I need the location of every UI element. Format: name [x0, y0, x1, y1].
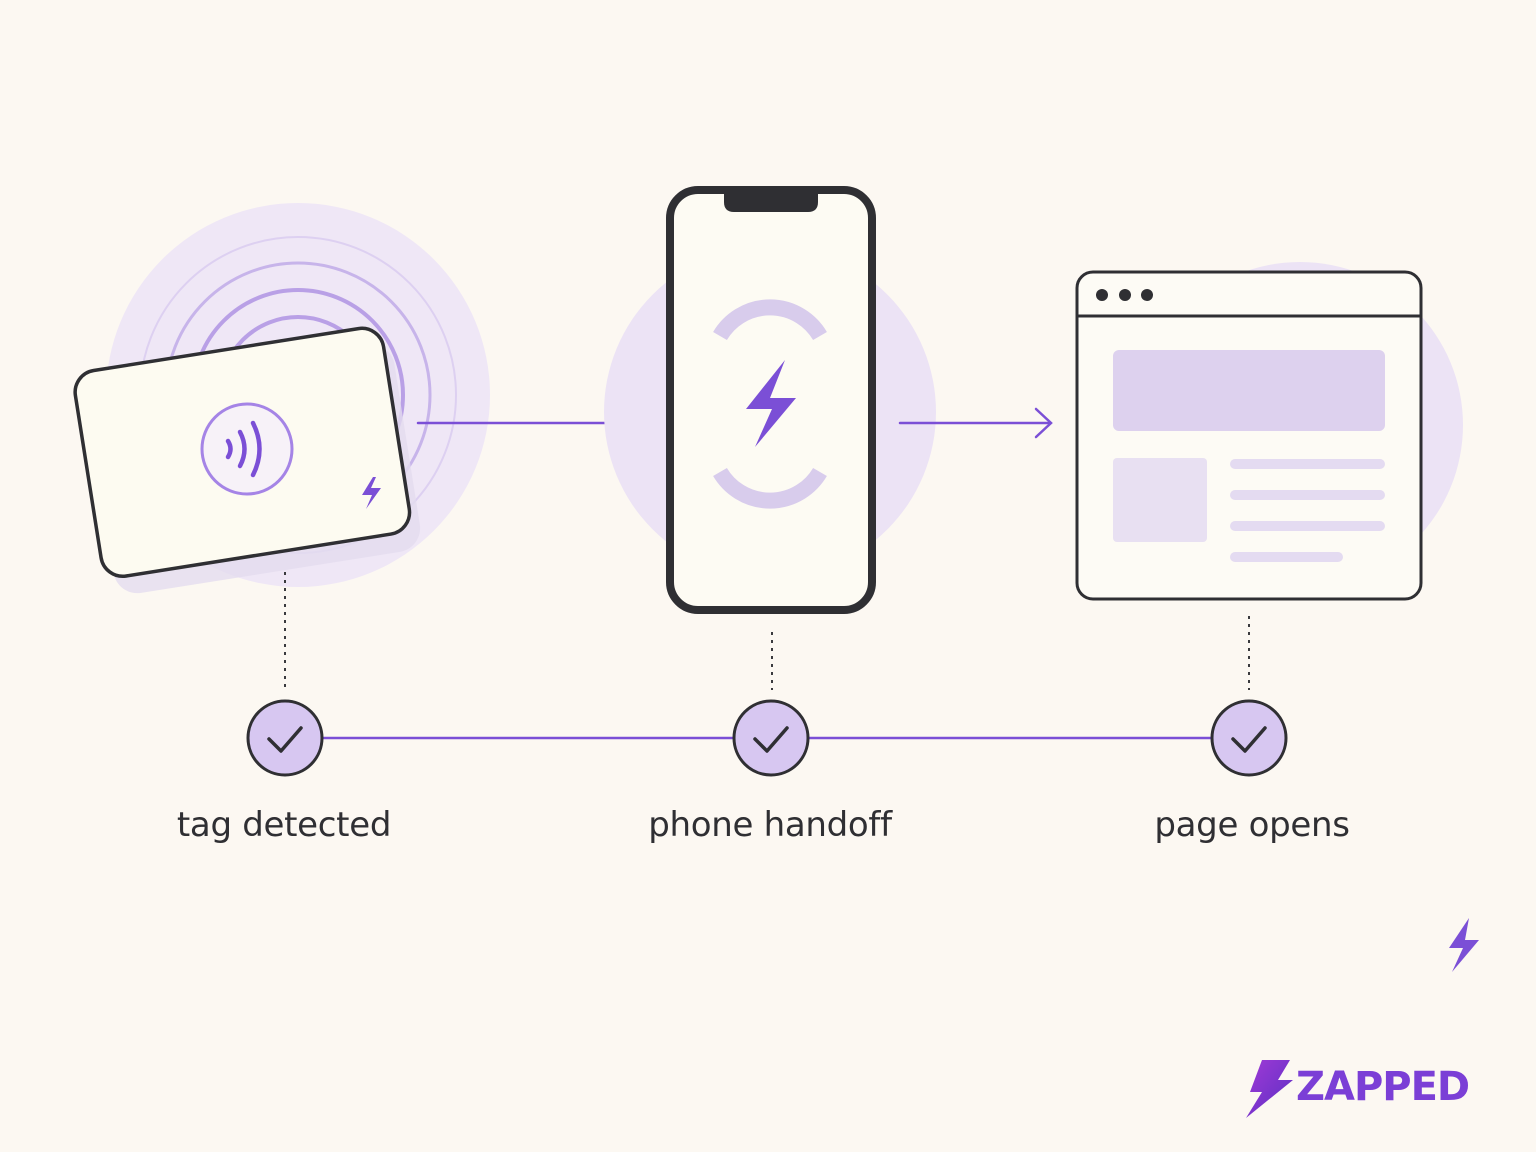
step-marker-2	[732, 699, 810, 777]
check-icon	[1231, 726, 1267, 753]
step-marker-1	[246, 699, 324, 777]
check-icon	[267, 726, 303, 753]
browser-hero-block	[1113, 350, 1385, 431]
step-label-page-opens: page opens	[1154, 805, 1350, 845]
step-phone-illustration	[604, 186, 936, 614]
corner-bolt-icon	[1449, 918, 1479, 972]
browser-dots	[1096, 289, 1153, 301]
brand-wordmark: ZAPPED	[1296, 1064, 1470, 1110]
step-label-phone-handoff: phone handoff	[648, 805, 892, 845]
step-card-illustration	[73, 203, 490, 594]
step-browser-illustration	[1075, 262, 1463, 601]
dotted-connectors	[284, 572, 1250, 690]
arrow-phone-to-browser	[898, 407, 1053, 439]
lightning-bolt-icon	[746, 360, 796, 447]
step-label-tag-detected: tag detected	[176, 805, 392, 845]
phone-sync-arc-top	[713, 299, 827, 341]
phone-notch	[724, 192, 818, 212]
card-bolt-icon	[362, 477, 381, 509]
nfc-wave-icon	[200, 402, 294, 496]
check-icon	[753, 726, 789, 753]
phone-sync-arc-bottom	[713, 467, 827, 509]
browser-text-lines	[1230, 459, 1385, 562]
browser-image-block	[1113, 458, 1207, 542]
browser-window-icon	[1075, 270, 1423, 601]
brand-logo-icon	[1246, 1060, 1293, 1118]
step-marker-3	[1210, 699, 1288, 777]
